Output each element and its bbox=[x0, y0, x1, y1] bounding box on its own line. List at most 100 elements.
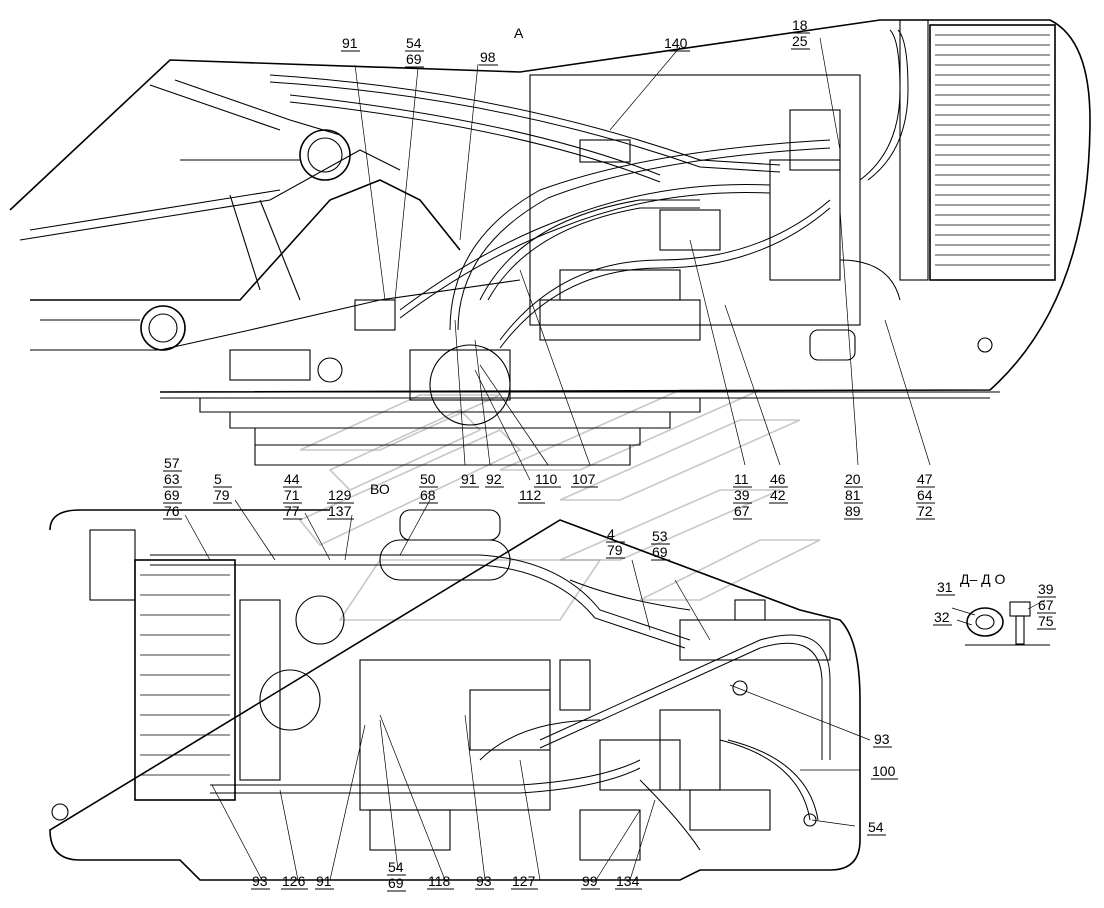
callout-c127: 127 bbox=[511, 873, 538, 890]
callout-c4: 479 bbox=[606, 526, 625, 559]
callout-c93b: 93 bbox=[251, 873, 270, 890]
callout-number: 79 bbox=[607, 542, 623, 558]
callout-c100: 100 bbox=[871, 763, 898, 780]
callout-number: 93 bbox=[476, 873, 492, 889]
callout-number: 118 bbox=[428, 873, 451, 889]
callout-number: 75 bbox=[1038, 613, 1054, 629]
callout-c91b: 91 bbox=[460, 471, 479, 488]
section-title: Д– Д О bbox=[960, 571, 1006, 587]
callout-number: 69 bbox=[164, 487, 180, 503]
callout-number: 81 bbox=[845, 487, 861, 503]
callout-c91c: 91 bbox=[315, 873, 334, 890]
callout-c98: 98 bbox=[479, 49, 498, 66]
callout-number: 11 bbox=[734, 471, 749, 487]
callout-number: 63 bbox=[164, 471, 180, 487]
side-view-label: А bbox=[514, 25, 524, 41]
callout-c126: 126 bbox=[281, 873, 308, 890]
callout-number: 98 bbox=[480, 49, 496, 65]
callout-number: 46 bbox=[770, 471, 786, 487]
callout-number: 79 bbox=[214, 487, 230, 503]
callout-c92: 92 bbox=[485, 471, 504, 488]
callout-c107: 107 bbox=[571, 471, 598, 488]
callout-number: 44 bbox=[284, 471, 300, 487]
callout-number: 25 bbox=[792, 33, 808, 49]
callout-number: 64 bbox=[917, 487, 933, 503]
callout-number: 69 bbox=[388, 875, 404, 891]
callout-number: 89 bbox=[845, 503, 861, 519]
section-d-d bbox=[951, 599, 1050, 646]
callout-number: 126 bbox=[282, 873, 306, 889]
callout-number: 50 bbox=[420, 471, 436, 487]
callout-number: 47 bbox=[917, 471, 933, 487]
callout-number: 107 bbox=[572, 471, 596, 487]
callout-c110: 110 bbox=[534, 471, 561, 488]
callout-number: 129 bbox=[328, 487, 352, 503]
callout-number: 4 bbox=[607, 526, 615, 542]
callout-number: 42 bbox=[770, 487, 786, 503]
callout-number: 91 bbox=[316, 873, 332, 889]
callout-number: 93 bbox=[874, 731, 890, 747]
callout-number: 53 bbox=[652, 528, 668, 544]
callout-number: 5 bbox=[214, 471, 222, 487]
callout-c5: 579 bbox=[213, 471, 232, 504]
callout-number: 134 bbox=[616, 873, 640, 889]
callout-number: 68 bbox=[420, 487, 436, 503]
callout-number: 39 bbox=[734, 487, 750, 503]
callout-c93a: 93 bbox=[873, 731, 892, 748]
callout-number: 20 bbox=[845, 471, 861, 487]
callout-number: 77 bbox=[284, 503, 300, 519]
callout-number: 32 bbox=[934, 609, 950, 625]
callout-c99: 99 bbox=[581, 873, 600, 890]
callout-number: 54 bbox=[868, 819, 884, 835]
side-view bbox=[9, 19, 1091, 481]
top-view-label: ВО bbox=[370, 481, 390, 497]
callout-number: 54 bbox=[388, 859, 404, 875]
view-labels: А ВО Д– Д О bbox=[370, 25, 1006, 587]
callout-number: 99 bbox=[582, 873, 598, 889]
callout-number: 92 bbox=[486, 471, 502, 487]
callout-c54b: 54 bbox=[867, 819, 886, 836]
callout-number: 76 bbox=[164, 503, 180, 519]
callout-number: 67 bbox=[1038, 597, 1054, 613]
callout-c140: 140 bbox=[663, 35, 690, 52]
callout-number: 91 bbox=[342, 35, 358, 51]
callout-number: 69 bbox=[406, 51, 422, 67]
callout-number: 71 bbox=[284, 487, 300, 503]
callout-number: 72 bbox=[917, 503, 933, 519]
callout-number: 140 bbox=[664, 35, 688, 51]
callout-c31: 31 bbox=[936, 579, 955, 596]
callout-number: 93 bbox=[252, 873, 268, 889]
callout-number: 39 bbox=[1038, 581, 1054, 597]
callout-number: 31 bbox=[937, 579, 953, 595]
callout-c134: 134 bbox=[615, 873, 642, 890]
callout-number: 67 bbox=[734, 503, 750, 519]
watermark bbox=[298, 389, 821, 621]
callout-number: 127 bbox=[512, 873, 536, 889]
callout-number: 112 bbox=[519, 487, 542, 503]
callout-number: 100 bbox=[872, 763, 896, 779]
callout-number: 57 bbox=[164, 455, 180, 471]
callout-number: 110 bbox=[535, 471, 558, 487]
callout-c32: 32 bbox=[933, 609, 952, 626]
callout-c118: 118 bbox=[427, 873, 454, 890]
callout-number: 91 bbox=[461, 471, 477, 487]
plan-view bbox=[49, 499, 871, 881]
callout-c91a: 91 bbox=[341, 35, 360, 52]
callout-c112: 112 bbox=[518, 487, 545, 504]
callout-number: 54 bbox=[406, 35, 422, 51]
callout-number: 18 bbox=[792, 17, 808, 33]
